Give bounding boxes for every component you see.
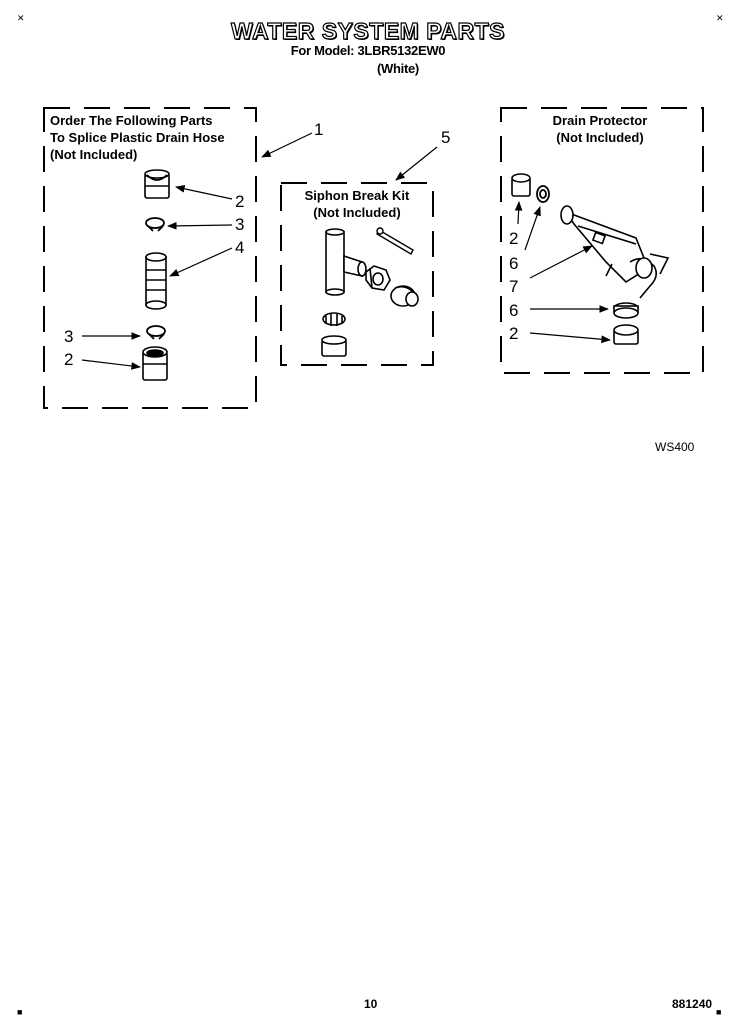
page-number: 10 [364, 997, 378, 1011]
drain-hose-label-line3: (Not Included) [50, 147, 138, 162]
document-number: 881240 [672, 997, 713, 1011]
callout-5: 5 [441, 128, 451, 147]
siphon-tie-part [376, 227, 414, 255]
siphon-cap-part [390, 285, 419, 307]
siphon-cup-part [321, 335, 347, 357]
drain-ring-small-part [536, 185, 550, 203]
callout-2-bottom: 2 [64, 350, 74, 369]
callout-6-bottom: 6 [509, 301, 519, 320]
callout-2-drain-top: 2 [509, 229, 519, 248]
drain-hose-box-frame [43, 107, 257, 409]
siphon-tee-part [325, 228, 367, 296]
page-title: WATER SYSTEM PARTS [230, 17, 505, 44]
siphon-leader-line [395, 146, 438, 181]
corner-mark-bottom-right: ■ [716, 1007, 722, 1017]
connector-part [145, 252, 167, 310]
coupler-bottom-part [142, 346, 168, 381]
callout-7: 7 [509, 277, 519, 296]
drain-protector-box-label: Drain Protector (Not Included) [530, 112, 670, 146]
callout-2-top: 2 [235, 192, 245, 211]
figure-code: WS400 [655, 440, 695, 454]
callout-6-top: 6 [509, 254, 519, 273]
siphon-label-line1: Siphon Break Kit [304, 188, 410, 203]
drain-cap-small-part [511, 173, 531, 197]
siphon-ring-part [322, 312, 346, 326]
corner-mark-top-left: ✕ [17, 13, 25, 23]
corner-mark-top-right: ✕ [716, 13, 724, 23]
drain-cup-large-part [613, 324, 639, 345]
drain-protector-label-line1: Drain Protector [552, 113, 648, 128]
callout-4: 4 [235, 238, 245, 257]
callout-3-top: 3 [235, 215, 245, 234]
drain-protector-body-part [560, 205, 670, 299]
drain-hose-label-line2: To Splice Plastic Drain Hose [50, 130, 225, 145]
siphon-nut-part [365, 265, 391, 291]
callout-1: 1 [314, 120, 324, 139]
drain-protector-leader-lines [514, 201, 611, 344]
drain-hose-box-label: Order The Following Parts To Splice Plas… [50, 112, 225, 163]
siphon-box-label: Siphon Break Kit (Not Included) [281, 187, 433, 221]
color-line: (White) [377, 61, 419, 76]
drain-hose-label-line1: Order The Following Parts [50, 113, 213, 128]
model-line: For Model: 3LBR5132EW0 [290, 43, 446, 58]
clamp-ring-top-part [145, 217, 165, 232]
drain-ring-large-part [613, 302, 639, 319]
siphon-kit-box-frame [280, 182, 434, 366]
callout-3-bottom: 3 [64, 327, 74, 346]
corner-mark-bottom-left: ■ [17, 1007, 23, 1017]
siphon-label-line2: (Not Included) [313, 205, 401, 220]
left-box-leader-lines [81, 132, 313, 370]
drain-protector-label-line2: (Not Included) [556, 130, 644, 145]
callout-2-drain-bottom: 2 [509, 324, 519, 343]
clamp-ring-bottom-part [146, 325, 166, 340]
drain-protector-box-frame [500, 107, 704, 374]
coupler-top-part [144, 169, 170, 199]
